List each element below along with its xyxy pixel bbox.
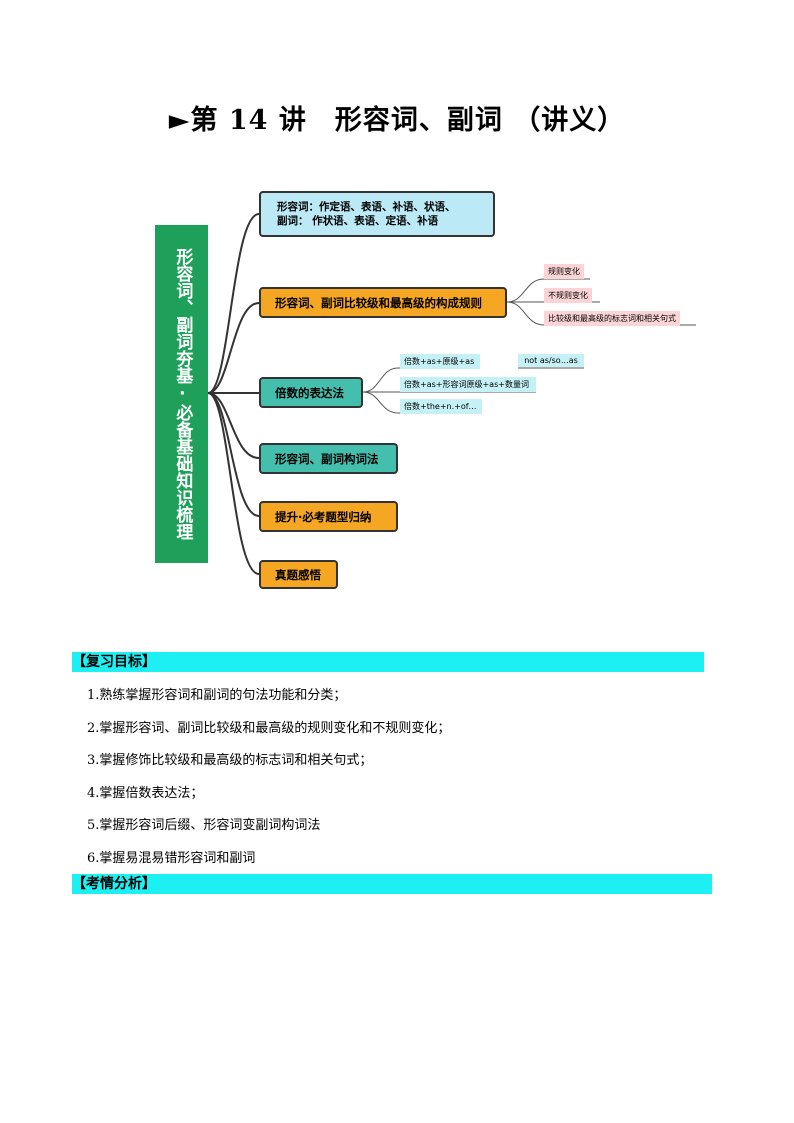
goal-item: 2.掌握形容词、副词比较级和最高级的规则变化和不规则变化； xyxy=(87,720,451,736)
node-comparison-rules: 形容词、副词比较级和最高级的构成规则 xyxy=(259,287,507,318)
connector-leaf-7 xyxy=(362,391,482,414)
goal-item: 4.掌握倍数表达法； xyxy=(87,785,204,801)
review-goals-list: 1.熟练掌握形容词和副词的句法功能和分类； 2.掌握形容词、副词比较级和最高级的… xyxy=(87,680,707,875)
mind-map-root: 形容词、副词夯基·必备基础知识梳理 xyxy=(155,225,208,563)
leaf-multiple-as-quantity: 倍数+as+形容词原级+as+数量词 xyxy=(400,377,536,392)
node-syntax-adj: 形容词：作定语、表语、补语、状语、 xyxy=(277,201,456,213)
page-title: ►第 14 讲 形容词、副词 （讲义） xyxy=(168,105,626,136)
goal-item: 1.熟练掌握形容词和副词的句法功能和分类； xyxy=(87,688,347,703)
node-syntax-adv: 副词： 作状语、表语、定语、补语 xyxy=(277,215,439,227)
connector-branch-2 xyxy=(207,302,260,394)
section-bar-review-goals: 【复习目标】 xyxy=(72,652,704,672)
leaf-irregular-change: 不规则变化 xyxy=(544,288,592,303)
leaf-regular-change: 规则变化 xyxy=(544,264,584,279)
goal-item: 6.掌握易混易错形容词和副词 xyxy=(87,850,256,866)
connector-leaf-1 xyxy=(506,278,590,303)
mind-map-connectors xyxy=(207,213,696,575)
leaf-not-as-so: not as/so…as xyxy=(518,354,584,367)
section-bar-exam-analysis: 【考情分析】 xyxy=(72,874,712,894)
connector-branch-4 xyxy=(207,392,260,459)
connector-leaf-3 xyxy=(506,301,696,326)
goal-item: 3.掌握修饰比较级和最高级的标志词和相关句式； xyxy=(87,753,373,768)
node-real-exam: 真题感悟 xyxy=(259,560,338,589)
node-question-types: 提升·必考题型归纳 xyxy=(259,501,398,532)
connector-leaf-4 xyxy=(362,367,480,393)
exam-analysis-heading: 【考情分析】 xyxy=(72,876,156,892)
goal-item: 5.掌握形容词后缀、形容词变副词构词法 xyxy=(87,818,321,833)
review-goals-heading: 【复习目标】 xyxy=(72,654,156,670)
connector-branch-1 xyxy=(207,213,260,394)
node-syntax-functions: 形容词：作定语、表语、补语、状语、 副词： 作状语、表语、定语、补语 xyxy=(259,191,495,237)
connector-branch-6 xyxy=(207,392,260,575)
leaf-multiple-as-as: 倍数+as+原级+as xyxy=(400,354,480,369)
node-word-formation: 形容词、副词构词法 xyxy=(259,443,398,474)
mind-map: 形容词、副词夯基·必备基础知识梳理 形容词：作定语、表语、补语、状语、 副词： … xyxy=(155,191,696,589)
leaf-markers-patterns: 比较级和最高级的标志词和相关句式 xyxy=(544,311,680,326)
node-multiples: 倍数的表达法 xyxy=(259,377,363,408)
leaf-multiple-the-of: 倍数+the+n.+of… xyxy=(400,399,482,414)
